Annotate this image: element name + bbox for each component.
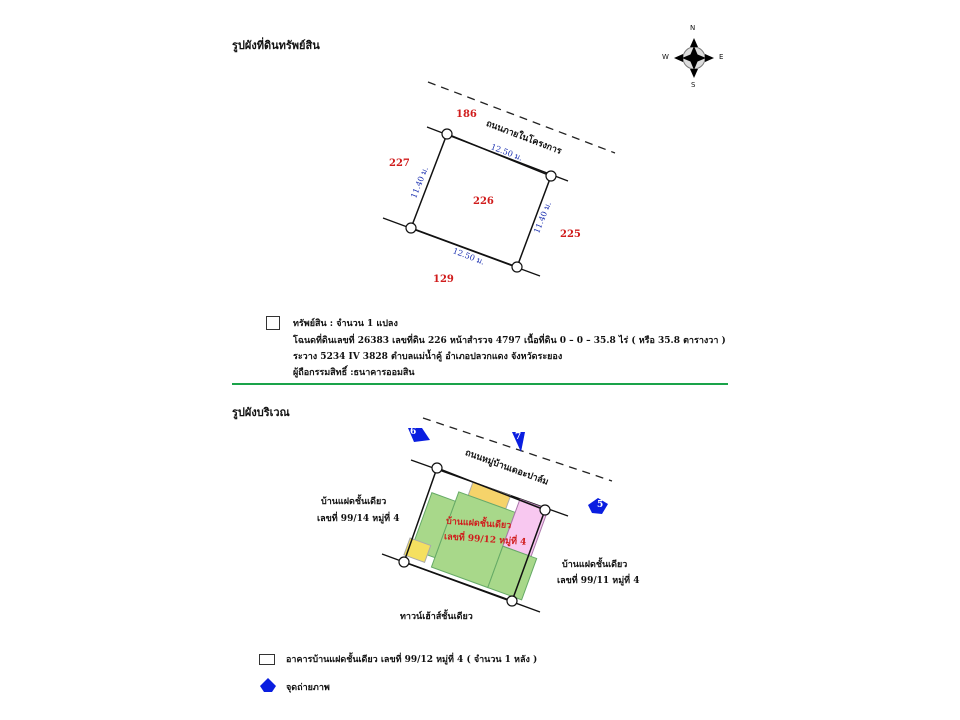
legend-line-1: ทรัพย์สิน : จำนวน 1 แปลง — [293, 319, 398, 329]
legend-line-3: ระวาง 5234 IV 3828 ตำบลแม่น้ำคู้ อำเภอปล… — [293, 352, 563, 362]
photo-point-icons — [260, 428, 608, 692]
parcel-center: 226 — [473, 196, 494, 207]
photo-point-7-label: 7 — [515, 432, 522, 442]
parcel-east: 225 — [560, 229, 581, 240]
road-dashed-line — [427, 81, 616, 154]
parcel-north: 186 — [456, 109, 477, 120]
compass-n: N — [690, 24, 696, 32]
legend-line-4: ผู้ถือกรรมสิทธิ์ :ธนาคารออมสิน — [293, 368, 415, 378]
photo-point-6-label: 6 — [410, 427, 417, 437]
east-neighbor-2: เลขที่ 99/11 หมู่ที่ 4 — [557, 576, 640, 586]
land-plan-title: รูปผังที่ดินทรัพย์สิน — [232, 39, 320, 52]
compass-s: S — [691, 81, 696, 89]
photo-point-6 — [408, 428, 430, 442]
compass-w: W — [662, 53, 669, 61]
east-neighbor-1: บ้านแฝดชั้นเดียว — [562, 560, 628, 570]
west-neighbor-1: บ้านแฝดชั้นเดียว — [321, 497, 387, 507]
building-footprint — [403, 481, 549, 601]
parcel-south: 129 — [433, 274, 454, 285]
legend-building-box — [259, 654, 275, 665]
photo-point-5 — [588, 498, 608, 514]
south-neighbor: ทาวน์เฮ้าส์ชั้นเดียว — [400, 612, 473, 622]
compass-icon — [674, 38, 714, 78]
photo-point-5-label: 5 — [597, 500, 604, 510]
legend-parcel-box — [266, 316, 280, 330]
legend-photo-point: จุดถ่ายภาพ — [286, 683, 330, 693]
compass-e: E — [719, 53, 724, 61]
legend-line-2: โฉนดที่ดินเลขที่ 26383 เลขที่ดิน 226 หน้… — [293, 336, 726, 346]
photo-point-legend-icon — [260, 678, 276, 692]
legend-building: อาคารบ้านแฝดชั้นเดียว เลขที่ 99/12 หมู่ท… — [286, 655, 538, 665]
road-dashed-line — [422, 417, 613, 482]
site-plan-title: รูปผังบริเวณ — [232, 406, 290, 419]
photo-point-7 — [512, 432, 525, 452]
west-neighbor-2: เลขที่ 99/14 หมู่ที่ 4 — [317, 514, 400, 524]
parcel-west: 227 — [389, 158, 410, 169]
